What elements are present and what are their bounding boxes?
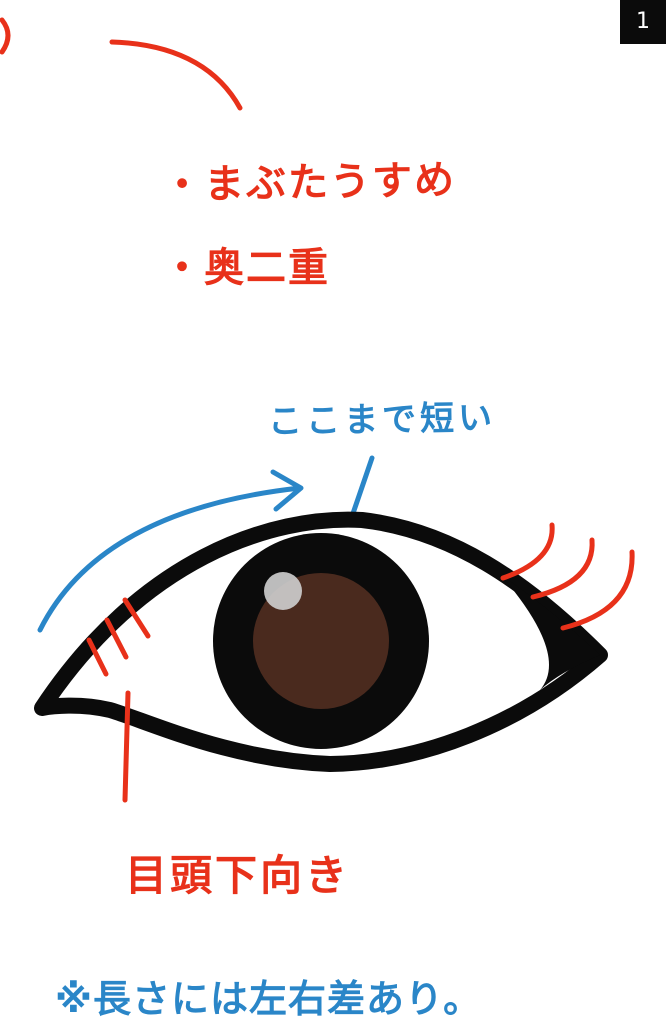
callout-inner-corner-down: 目頭下向き — [125, 851, 351, 900]
callout-short-here: ここまで短い — [267, 398, 497, 442]
lower-lash-1 — [86, 637, 109, 677]
note-hooded-double-eyelid: ・奥二重 — [162, 245, 330, 291]
outer-lash-1 — [500, 522, 555, 581]
eyelid-arrow-arc — [37, 485, 303, 633]
corner-badge: 1 — [620, 0, 666, 44]
outer-corner-wing — [500, 574, 600, 690]
footer-note: ※長さには左右差あり。 — [55, 977, 483, 1021]
outer-lash-3 — [560, 549, 635, 631]
outer-lash-2 — [530, 537, 595, 600]
partial-arc-stroke — [0, 17, 11, 55]
lower-lash-3 — [122, 597, 151, 639]
inner-corner-pointer — [122, 690, 131, 803]
eyebrow-stroke — [109, 39, 243, 111]
note-thin-eyelid: ・まぶたうすめ — [161, 157, 457, 209]
eye-highlight — [264, 572, 302, 610]
lower-lash-2 — [104, 617, 129, 660]
arrow-head-icon — [270, 469, 304, 512]
